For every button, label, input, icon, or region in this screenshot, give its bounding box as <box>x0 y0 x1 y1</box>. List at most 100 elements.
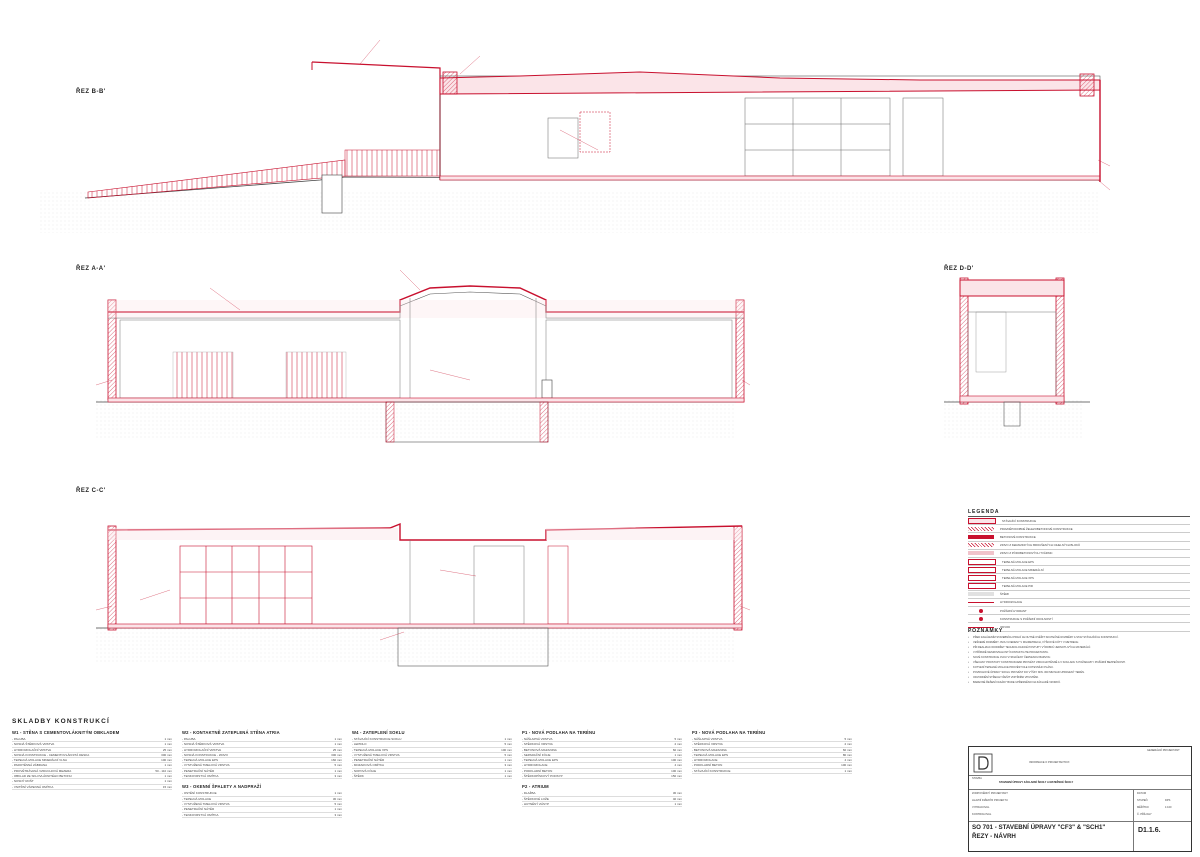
composition-layer: - VYSTUŽENÁ TMELOVÁ VRSTVA 5 mm <box>182 801 343 808</box>
drawing-number: D1.1.6. <box>1138 827 1161 834</box>
legend-item: PRAVDĚPODOBNÉ ŽELEZOBETONOVÉ KONSTRUKCE <box>968 525 1190 534</box>
section-aa-drawing <box>95 269 751 443</box>
note-item: POVRCHOVÉ ÚPRAVY SOKLU PROVÉST DO VÝŠKY … <box>968 671 1190 675</box>
layer-name: - VYSTUŽENÁ TMELOVÁ VRSTVA <box>352 752 400 757</box>
legend-swatch <box>968 626 994 628</box>
layer-name: - TENKOVRSTVÁ OMÍTKA <box>182 774 219 779</box>
legend-item: STÁVAJÍCÍ KONSTRUKCE <box>968 517 1190 526</box>
legend-item: TEPELNÁ IZOLACE XPS <box>968 574 1190 583</box>
layer-name: - HYDROIZOLACE <box>692 758 718 763</box>
legend-item: ODVOD <box>968 623 1190 632</box>
legend-item: POŽÁRNÍ HYDRANT <box>968 607 1190 616</box>
layer-thickness: 1 mm <box>334 737 343 741</box>
layer-name: - STÁVAJÍCÍ KONSTRUKCE <box>692 768 731 773</box>
layer-name: - ŠTĚRKOVÉ LOŽE <box>522 796 549 801</box>
layer-name: - TENKOVRSTVÁ OMÍTKA <box>182 812 219 817</box>
layer-thickness: 300 mm <box>161 752 172 757</box>
project-label: STAVBA <box>972 777 982 780</box>
layer-thickness: 60 mm <box>842 747 852 752</box>
section-cc-label: ŘEZ C-C' <box>76 488 106 494</box>
section-dd-label: ŘEZ D-D' <box>944 266 974 272</box>
layer-thickness: 1 mm <box>334 807 343 812</box>
layer-thickness: 1 mm <box>334 742 343 747</box>
drawing-title-line2: ŘEZY - NÁVRH <box>972 833 1016 840</box>
legend-swatch <box>968 558 996 565</box>
layer-thickness: 80 mm <box>842 752 852 757</box>
firm-contact: INFORMACE O PROJEKTANTOVI <box>1029 761 1070 764</box>
composition-layer: - OBKLAD ZE SKLOVLÁKNITÉHO BETONU 1 mm <box>12 774 173 780</box>
legend-item: TEPELNÁ IZOLACE PIR <box>968 583 1190 591</box>
note-item: NOVÉ KONSTRUKCE JSOU VYZNAČENY ČERVENOU … <box>968 656 1190 660</box>
layer-name: - NÁŠLAPNÁ VRSTVA <box>522 737 553 741</box>
composition-layer: - TEPELNÁ IZOLACE EPS 80 mm <box>692 752 852 759</box>
section-bb-label: ŘEZ B-B' <box>76 89 106 95</box>
layer-name: - TEPELNÁ IZOLACE MINERÁLNÍ VLNA <box>12 758 67 763</box>
layer-thickness: 4 mm <box>844 758 853 763</box>
titleblock-meta-label: DATUM <box>1137 792 1147 795</box>
layer-name: - VYSTUŽENÁ TMELOVÁ VRSTVA <box>182 801 230 806</box>
composition-layer: - TENKOVRSTVÁ OMÍTKA 3 mm <box>182 774 343 780</box>
layer-thickness: 3 mm <box>334 774 343 779</box>
layer-thickness: 5 mm <box>334 801 343 806</box>
layer-name: - PAROTĚSNÁ ZÁBRANA <box>12 763 48 768</box>
notes: POZNÁMKY PŘED ZAHÁJENÍM STAVEBNÍCH PRACÍ… <box>968 628 1190 686</box>
layer-name: - PALUBA <box>182 737 196 741</box>
layer-thickness: 40 mm <box>672 796 682 801</box>
layer-name: - NOSNÝ ROŠT <box>12 779 34 784</box>
layer-name: - PENETRAČNÍ NÁTĚR <box>352 758 385 763</box>
legend-item: HYDROIZOLACE <box>968 599 1190 608</box>
legend-swatch <box>968 574 996 581</box>
legend-item: ZDIVO Z KERAMICKÝCH BROUŠENÝCH CIHELNÝCH… <box>968 542 1190 550</box>
note-item: KOTVENÍ TEPELNÉ IZOLACE PROVÉST DLE KOTE… <box>968 666 1190 670</box>
layer-name: - PALUBA <box>12 737 26 741</box>
titleblock-meta-label: STUPEŇ <box>1137 799 1148 802</box>
layer-name: - OBKLAD ZE SKLOVLÁKNITÉHO BETONU <box>12 774 72 779</box>
layer-thickness: 1 mm <box>334 768 343 773</box>
note-item: BAREVNÉ ŘEŠENÍ FASÁDY BUDE UPŘESNĚNO NA … <box>968 681 1190 685</box>
layer-name: - PODKLADNÍ BETON <box>692 763 723 768</box>
composition-title: P3 - NOVÁ PODLAHA NA TERÉNU <box>692 730 766 735</box>
composition-column: W4 - ZATEPLENÍ SOKLU- STÁVAJÍCÍ KONSTRUK… <box>352 730 513 780</box>
layer-name: - NOSNÁ ŠTĚRKOVÁ VRSTVA <box>12 742 55 747</box>
notes-title: POZNÁMKY <box>968 628 1004 634</box>
layer-thickness: 2 mm <box>674 742 683 747</box>
layer-thickness: 1 mm <box>504 758 513 763</box>
section-cc-drawing <box>95 522 751 667</box>
drawing-title-line1: SO 701 - STAVEBNÍ ÚPRAVY "CF3" & "SCH1" <box>972 824 1106 831</box>
layer-thickness: 100 mm <box>501 747 512 752</box>
composition-layer: - PALUBA 1 mm <box>182 737 343 743</box>
legend-swatch <box>968 517 996 524</box>
layer-thickness: 1 mm <box>164 737 173 741</box>
legend-swatch <box>968 543 994 548</box>
composition-layer: - NOSNÁ KONSTRUKCE - CEMENTOVLÁKNITÁ DES… <box>12 752 172 759</box>
legend-label: KONSTRUKCE S POŽÁRNÍ ODOLNOSTÍ <box>1000 616 1053 621</box>
layer-name: - TEPELNÁ IZOLACE EPS <box>182 758 218 763</box>
note-item: PŘI REALIZACI DODRŽET TECHNOLOGICKÉ POST… <box>968 646 1190 650</box>
project-name: STAVEBNÍ ÚPRAVY ZÁKLADNÍ ŠKOLY A MATEŘSK… <box>999 781 1074 784</box>
layer-thickness: 1 mm <box>164 774 173 779</box>
layer-thickness: 150 mm <box>671 774 682 779</box>
legend-item: KONSTRUKCE S POŽÁRNÍ ODOLNOSTÍ <box>968 615 1190 624</box>
layer-thickness: 1 mm <box>504 774 513 779</box>
layer-name: - TEPELNÁ IZOLACE EPS <box>692 752 728 757</box>
composition-layer: - PENETRAČNÍ NÁTĚR 1 mm <box>352 758 513 764</box>
layer-thickness: 1 mm <box>504 768 513 773</box>
layer-name: - HYDROIZOLACE <box>522 763 548 768</box>
legend-item: TEPELNÁ IZOLACE MINERÁLNÍ <box>968 566 1190 575</box>
composition-column: P1 - NOVÁ PODLAHA NA TERÉNU- NÁŠLAPNÁ VR… <box>522 730 683 808</box>
legend-swatch <box>968 592 994 597</box>
